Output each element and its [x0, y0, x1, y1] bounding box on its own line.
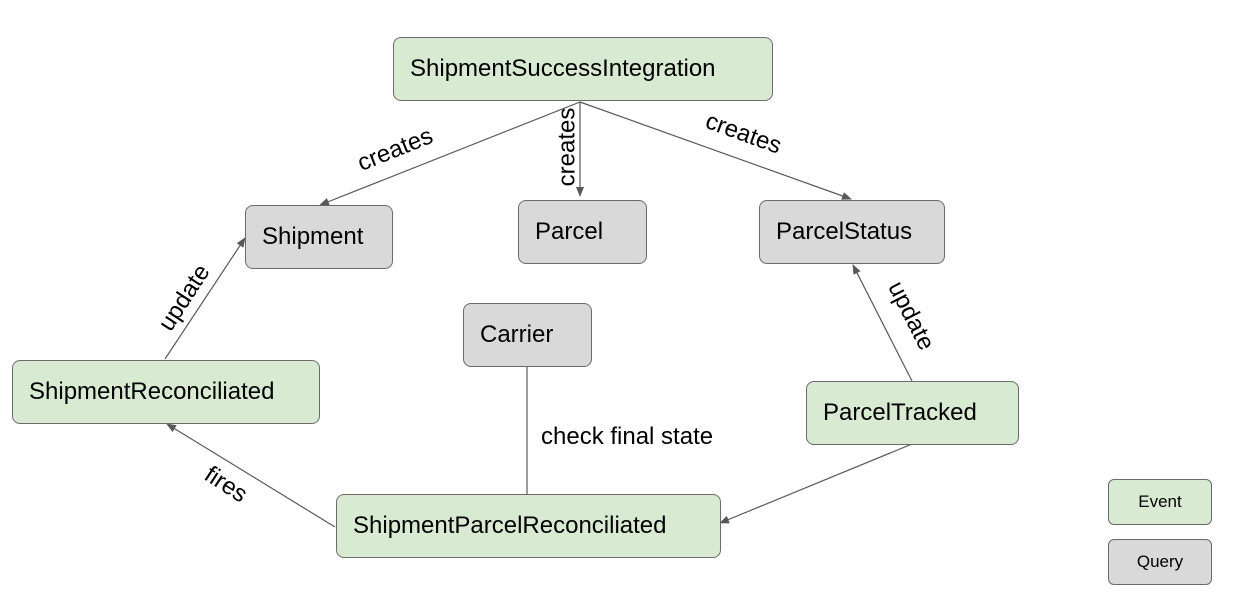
edge-update-parcel-status — [852, 264, 913, 382]
edge-creates-shipment — [319, 101, 581, 206]
node-parcel-status: ParcelStatus — [759, 200, 945, 264]
node-shipment-success-integration: ShipmentSuccessIntegration — [393, 37, 773, 101]
node-shipment-parcel-reconciliated: ShipmentParcelReconciliated — [336, 494, 721, 558]
node-carrier: Carrier — [463, 303, 592, 367]
node-parcel: Parcel — [518, 200, 647, 264]
edge-update-shipment — [164, 237, 246, 360]
edge-parcel-tracked-to-reconciliated — [719, 443, 913, 524]
legend-query: Query — [1108, 539, 1212, 585]
edge-creates-parcel-status — [579, 101, 852, 200]
edge-label-creates-parcel: creates — [553, 107, 581, 187]
node-parcel-tracked: ParcelTracked — [806, 381, 1019, 445]
node-shipment-reconciliated: ShipmentReconciliated — [12, 360, 320, 424]
edge-label-check-final-state: check final state — [541, 423, 714, 450]
edge-fires — [166, 423, 336, 528]
legend-event: Event — [1108, 479, 1212, 525]
node-shipment: Shipment — [245, 205, 393, 269]
